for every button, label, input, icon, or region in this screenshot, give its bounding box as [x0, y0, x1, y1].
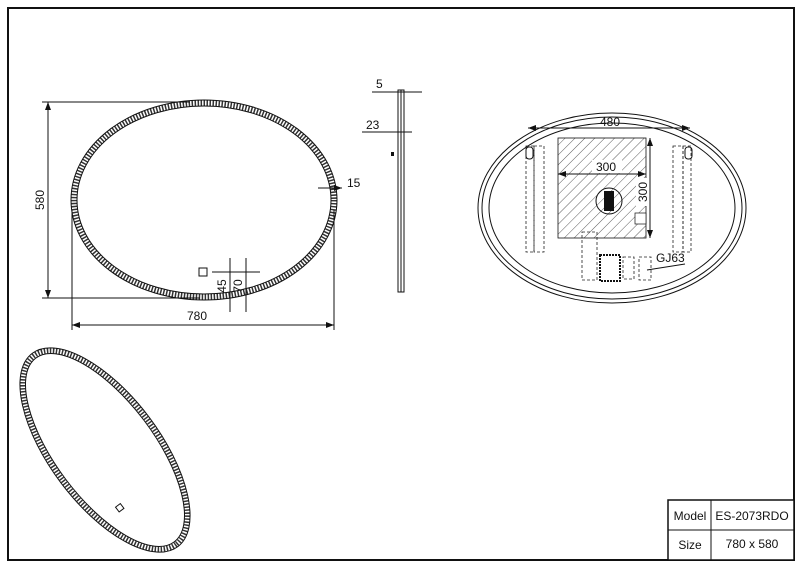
- size-value: 780 x 580: [726, 537, 779, 551]
- size-label: Size: [678, 538, 702, 552]
- title-block: Model ES-2073RDO Size 780 x 580: [667, 499, 795, 561]
- bracket-left-icon: [525, 146, 534, 160]
- wall-box-area: [557, 137, 647, 239]
- switch-offset-y: 70: [231, 279, 245, 293]
- touch-switch-icon: [198, 267, 208, 277]
- switch-offset-x: 45: [215, 279, 229, 293]
- bracket-spacing: 480: [600, 115, 620, 129]
- front-view: 580 780 15 45 70: [33, 99, 361, 330]
- perspective-view: [19, 347, 191, 553]
- bracket-right-icon: [684, 146, 693, 160]
- socket-icon: [604, 191, 614, 211]
- side-view: 5 23: [362, 77, 422, 293]
- thickness-dimension: 5: [376, 77, 383, 91]
- mirror-led-frame: [71, 100, 337, 300]
- width-dimension: 780: [187, 309, 207, 323]
- box-height: 300: [636, 182, 650, 202]
- depth-dimension: 23: [366, 118, 380, 132]
- driver-icon: [599, 254, 621, 282]
- drawing-border: [7, 7, 795, 561]
- box-width: 300: [596, 160, 616, 174]
- model-label: Model: [674, 509, 707, 523]
- frame-dimension: 15: [347, 176, 361, 190]
- model-value: ES-2073RDO: [715, 509, 788, 523]
- rear-view: 480 300 300 GJ63: [477, 112, 747, 304]
- height-dimension: 580: [33, 190, 47, 210]
- component-label: GJ63: [656, 251, 685, 265]
